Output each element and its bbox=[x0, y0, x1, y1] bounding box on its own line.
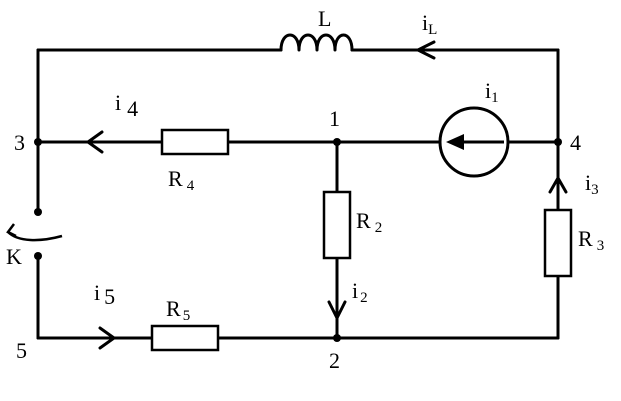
arrow-i4-icon bbox=[86, 130, 104, 154]
current-i2-main: i bbox=[352, 278, 358, 303]
junction-node-3 bbox=[34, 138, 42, 146]
current-iL-sub: L bbox=[428, 22, 437, 38]
current-i4-sub: 4 bbox=[127, 96, 138, 121]
current-label-i3: i3 bbox=[585, 170, 599, 198]
node-label-2: 2 bbox=[329, 348, 340, 373]
current-i4-main: i bbox=[115, 90, 121, 115]
current-i1-sub: 1 bbox=[491, 90, 499, 106]
node-label-4: 4 bbox=[570, 130, 581, 155]
arrow-i5-icon bbox=[98, 326, 116, 350]
resistor-R3 bbox=[543, 208, 573, 278]
current-i2-sub: 2 bbox=[360, 290, 368, 306]
arrow-i3-icon bbox=[548, 176, 568, 194]
arrow-i2-icon bbox=[327, 300, 347, 320]
inductor-L bbox=[279, 33, 354, 52]
current-source-i1 bbox=[438, 106, 510, 178]
resistor-R3-sub: 3 bbox=[597, 238, 605, 254]
resistor-R2 bbox=[322, 190, 352, 260]
resistor-R4-main: R bbox=[168, 166, 183, 191]
resistor-R2-sub: 2 bbox=[375, 220, 383, 236]
arrow-iL-icon bbox=[416, 40, 436, 60]
junction-node-1 bbox=[333, 138, 341, 146]
current-i3-main: i bbox=[585, 170, 591, 195]
inductor-label: L bbox=[318, 6, 331, 31]
node-label-1: 1 bbox=[329, 106, 340, 131]
current-label-i1: i1 bbox=[485, 78, 499, 106]
resistor-R5 bbox=[150, 324, 220, 352]
resistor-R3-main: R bbox=[578, 226, 593, 251]
resistor-R5-main: R bbox=[166, 296, 181, 321]
switch-contact-top bbox=[34, 208, 42, 216]
junction-node-2 bbox=[333, 334, 341, 342]
resistor-R4 bbox=[160, 128, 230, 156]
current-i1-main: i bbox=[485, 78, 491, 103]
switch-K bbox=[6, 208, 63, 260]
node-label-5: 5 bbox=[16, 338, 27, 363]
current-i5-sub: 5 bbox=[104, 284, 115, 309]
current-i5-main: i bbox=[94, 280, 100, 305]
junction-node-4 bbox=[554, 138, 562, 146]
switch-arc-arrow-icon bbox=[7, 231, 63, 242]
current-label-iL: iL bbox=[422, 10, 437, 38]
resistor-R5-sub: 5 bbox=[183, 308, 191, 324]
current-iL-main: i bbox=[422, 10, 428, 35]
node-label-3: 3 bbox=[14, 130, 25, 155]
resistor-R4-sub: 4 bbox=[187, 178, 195, 194]
current-i3-sub: 3 bbox=[591, 182, 599, 198]
resistor-R2-main: R bbox=[356, 208, 371, 233]
switch-contact-bottom bbox=[34, 252, 42, 260]
switch-label: K bbox=[6, 244, 22, 269]
